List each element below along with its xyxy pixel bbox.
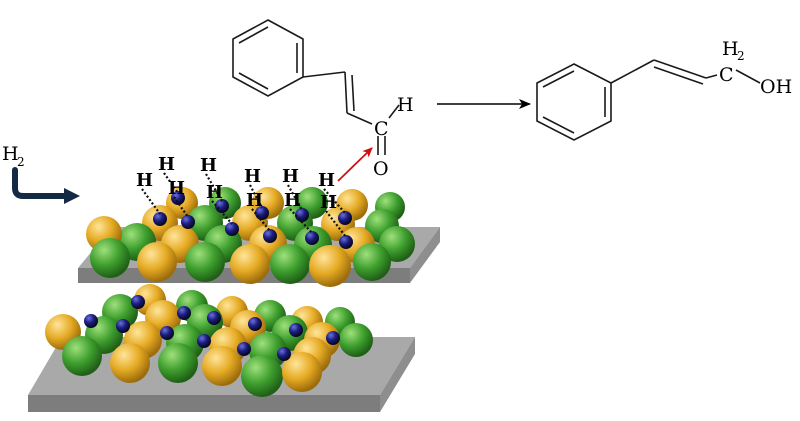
green-metal-atom [353, 243, 391, 281]
adsorbed-hydrogen-atom: H [284, 190, 301, 211]
upper-slab-side [410, 227, 440, 283]
adsorbed-hydrogen-atom: H [206, 182, 223, 203]
dotted-bond [251, 208, 271, 232]
green-metal-atom [241, 355, 283, 397]
aldehyde-oxygen: O [373, 158, 389, 180]
h2-gas-subscript: 2 [17, 155, 25, 169]
adsorbed-hydrogen-atom: H [320, 192, 337, 213]
dotted-bond [205, 173, 223, 202]
adsorbed-hydrogen-atom: H [168, 178, 185, 199]
adsorbed-hydrogen-atom: H [244, 166, 261, 187]
product-hydroxyl: OH [760, 76, 792, 98]
blue-promoter-atom [181, 215, 195, 229]
benzene-ring-reactant [232, 19, 304, 97]
red-arrow-icon [337, 147, 373, 182]
green-metal-atom [158, 343, 198, 383]
product-methylene-subscript: 2 [737, 49, 745, 63]
dotted-bond [325, 210, 347, 238]
adsorbed-hydrogen-atom: H [246, 190, 263, 211]
cinnamaldehyde-structure [232, 19, 400, 155]
blue-promoter-atom [153, 212, 167, 226]
dotted-bond [289, 208, 313, 234]
upper-catalyst-slab [78, 187, 440, 287]
green-metal-atom [90, 238, 130, 278]
h2-gas-label: H 2 [2, 143, 25, 169]
blue-promoter-atom [338, 211, 352, 225]
lower-catalyst-slab [28, 284, 415, 412]
blue-promoter-atom [116, 319, 130, 333]
lower-slab-side [380, 337, 415, 412]
blue-promoter-atom [207, 311, 221, 325]
blue-promoter-atom [305, 231, 319, 245]
adsorbed-hydrogen-atom: H [136, 170, 153, 191]
blue-promoter-atom [248, 317, 262, 331]
green-metal-atom [339, 323, 373, 357]
h2-gas-symbol: H [2, 143, 19, 165]
blue-promoter-atom [326, 331, 340, 345]
lower-slab-front [28, 395, 380, 412]
aldehyde-hydrogen: H [397, 94, 414, 116]
dotted-bond [323, 188, 346, 214]
dotted-bond [211, 200, 233, 225]
blue-promoter-atom [215, 199, 229, 213]
blue-promoter-atom [160, 326, 174, 340]
green-metal-atom [185, 242, 225, 282]
yellow-metal-atom [230, 244, 270, 284]
blue-promoter-atom [237, 342, 251, 356]
benzene-ring-product [536, 63, 612, 141]
cinnamyl-alcohol-structure [536, 59, 761, 141]
green-metal-atom [62, 336, 102, 376]
blue-promoter-atom [263, 229, 277, 243]
blue-promoter-atom [277, 347, 291, 361]
adsorbed-hydrogen-atom: H [318, 170, 335, 191]
blue-promoter-atom [225, 222, 239, 236]
dotted-bond [141, 188, 161, 215]
blue-promoter-atom [171, 191, 185, 205]
dotted-bond [249, 184, 263, 209]
product-carbon: C [719, 64, 734, 86]
yellow-metal-atom [137, 242, 177, 282]
yellow-metal-atom [309, 245, 351, 287]
adsorbed-hydrogen-atom: H [282, 166, 299, 187]
green-metal-atom [270, 244, 310, 284]
blue-promoter-atom [131, 295, 145, 309]
dotted-bond [287, 184, 303, 211]
adsorbed-hydrogen-atom: H [158, 154, 175, 175]
curved-arrow-icon [12, 167, 80, 204]
yellow-metal-atom [282, 352, 322, 392]
blue-promoter-atom [177, 306, 191, 320]
blue-promoter-atom [197, 334, 211, 348]
blue-promoter-atom [84, 314, 98, 328]
lower-atom-layer [45, 284, 373, 397]
blue-promoter-atom [339, 235, 353, 249]
yellow-metal-atom [110, 343, 150, 383]
adsorbed-hydrogen-atom: H [200, 155, 217, 176]
blue-promoter-atom [289, 323, 303, 337]
aldehyde-carbon: C [374, 118, 389, 140]
yellow-metal-atom [202, 346, 242, 386]
product-methylene-hydrogen: H [722, 38, 739, 60]
